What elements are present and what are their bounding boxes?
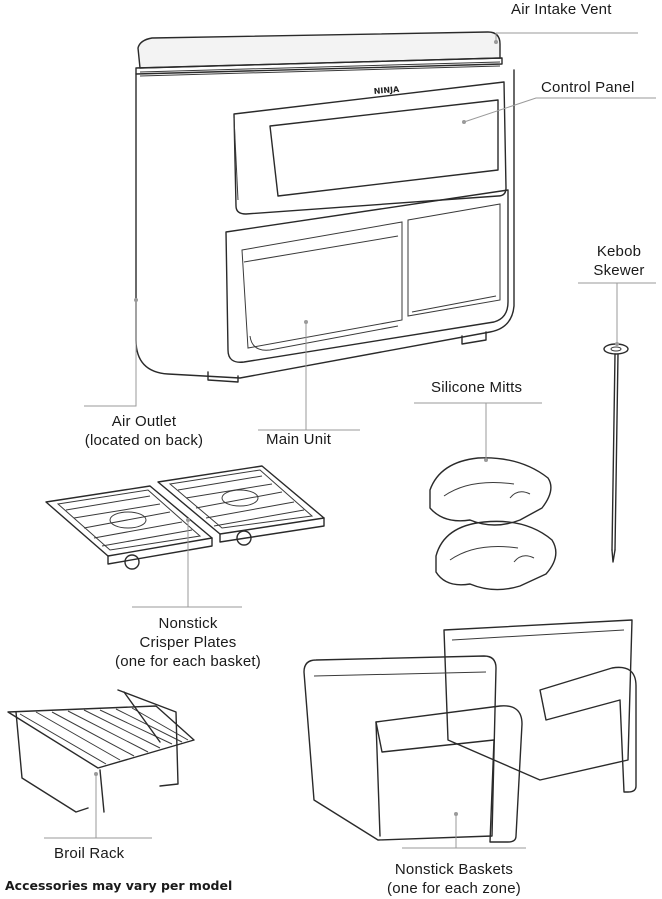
leader-silicone-mitts (414, 402, 542, 458)
leader-control-panel (463, 97, 656, 123)
leader-crisper-plates (132, 520, 242, 608)
air-intake-vent-grille (139, 61, 501, 77)
label-kebob-skewer: Kebob Skewer (593, 243, 645, 279)
label-air-intake-vent: Air Intake Vent (511, 1, 612, 18)
leader-broil-rack (44, 774, 152, 839)
baskets-illustration (303, 619, 637, 843)
label-crisper-plates: Nonstick Crisper Plates (one for each ba… (115, 615, 261, 670)
leader-lines (44, 32, 656, 849)
leader-kebob-skewer (578, 282, 656, 344)
leader-baskets (402, 816, 526, 849)
label-baskets: Nonstick Baskets (one for each zone) (387, 861, 521, 897)
label-silicone-mitts: Silicone Mitts (431, 379, 523, 396)
label-main-unit: Main Unit (266, 431, 332, 448)
leader-air-outlet (84, 300, 137, 407)
silicone-mitts-illustration (429, 457, 557, 591)
leader-main-unit (258, 322, 360, 431)
ninja-logo: NINJA (373, 85, 400, 96)
label-control-panel: Control Panel (541, 79, 635, 96)
crisper-plates-illustration (45, 465, 325, 570)
label-broil-rack: Broil Rack (54, 845, 125, 862)
kebob-skewer-illustration (603, 343, 629, 563)
main-unit-illustration: NINJA (135, 31, 515, 383)
accessories-note: Accessories may vary per model (5, 878, 233, 893)
label-air-outlet: Air Outlet (located on back) (84, 413, 204, 449)
broil-rack-illustration (7, 689, 195, 813)
